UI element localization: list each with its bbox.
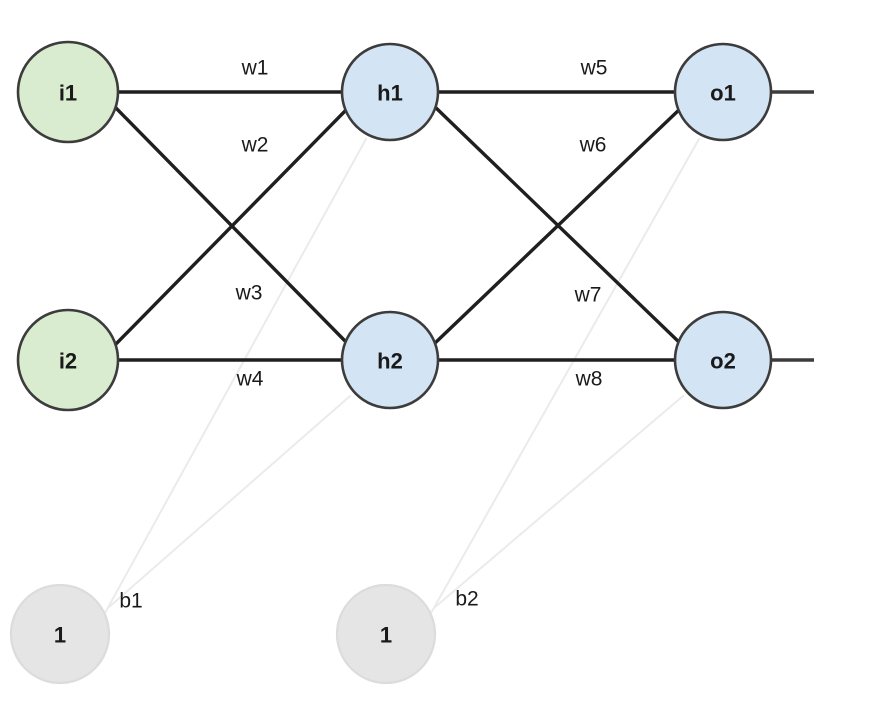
node-circle-i1[interactable]	[16, 40, 120, 144]
edge-label-w3: w3	[235, 282, 263, 305]
node-circle-o2[interactable]	[673, 310, 773, 410]
edge-label-w2: w2	[241, 134, 269, 157]
weight-edges-group	[112, 90, 683, 362]
edge-i2-to-h1	[112, 106, 350, 348]
node-label-h2: h2	[377, 349, 403, 374]
edge-label-w5: w5	[580, 57, 608, 80]
node-circle-i2[interactable]	[16, 308, 120, 412]
edge-b2-to-o1	[430, 138, 700, 614]
node-circle-h1[interactable]	[340, 42, 440, 142]
bias-edges-group	[104, 138, 700, 614]
node-label-b2: 1	[380, 623, 392, 648]
node-circle-b1[interactable]	[9, 583, 111, 685]
edge-label-b1: b1	[119, 590, 142, 613]
edge-labels-group: w1 w2 w3 w4 w5 w6 w7 w8 b1 b2	[119, 57, 607, 613]
node-o2[interactable]: o2	[673, 310, 773, 410]
edge-label-w8: w8	[575, 368, 603, 391]
node-h1[interactable]: h1	[340, 42, 440, 142]
node-b2[interactable]: 1	[335, 583, 437, 685]
node-circle-o1[interactable]	[673, 42, 773, 142]
node-b1[interactable]: 1	[9, 583, 111, 685]
node-label-i2: i2	[59, 349, 77, 374]
edge-label-w4: w4	[236, 368, 264, 391]
node-label-h1: h1	[377, 81, 403, 106]
node-h2[interactable]: h2	[340, 310, 440, 410]
edge-b1-to-h1	[104, 138, 367, 614]
node-o1[interactable]: o1	[673, 42, 773, 142]
node-label-o2: o2	[710, 349, 736, 374]
output-stubs-group	[771, 90, 814, 362]
edge-label-w1: w1	[241, 57, 269, 80]
edge-b2-to-o2	[433, 395, 684, 609]
node-circle-h2[interactable]	[340, 310, 440, 410]
node-i1[interactable]: i1	[16, 40, 120, 144]
edge-label-w7: w7	[574, 284, 602, 307]
edge-label-b2: b2	[455, 588, 478, 611]
node-label-o1: o1	[710, 81, 736, 106]
node-label-i1: i1	[59, 81, 77, 106]
node-circle-b2[interactable]	[335, 583, 437, 685]
edge-b1-to-h2	[107, 395, 351, 609]
node-i2[interactable]: i2	[16, 308, 120, 412]
edge-label-w6: w6	[579, 134, 607, 157]
nodes-group: i1 i2 h1 h2 o1 o2 1 1	[9, 40, 773, 685]
node-label-b1: 1	[54, 623, 66, 648]
edge-h2-to-o1	[432, 106, 683, 346]
